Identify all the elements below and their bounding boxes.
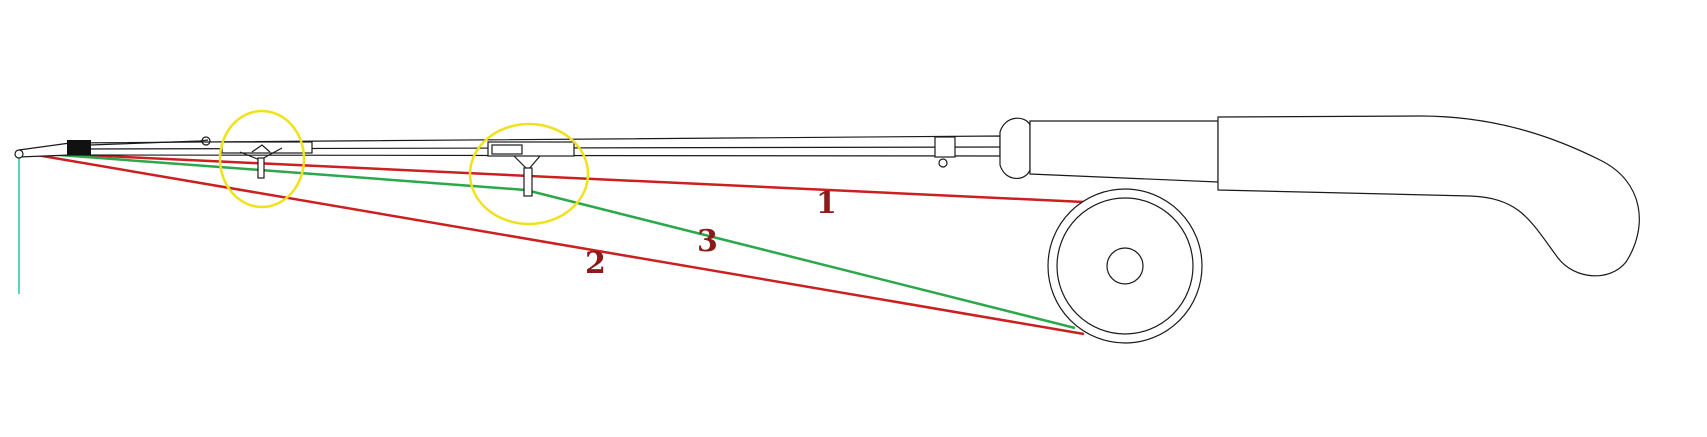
line-path-3 [18,150,1076,330]
line-path-2 [18,150,1085,336]
line-guide-2 [487,141,575,197]
reel [1047,188,1203,344]
line-label-1: 1 [816,186,837,221]
line-path-1 [18,150,1085,204]
front-grip [999,117,1031,179]
tip-ferrule [67,140,91,155]
guide-highlight-2 [468,122,590,226]
line-label-2: 2 [585,246,606,281]
line-label-3: 3 [697,224,718,259]
pistol-grip [1217,115,1640,277]
handle-mid [1029,120,1219,183]
rod-fitting [934,136,956,168]
guide-highlight-1 [218,109,306,209]
